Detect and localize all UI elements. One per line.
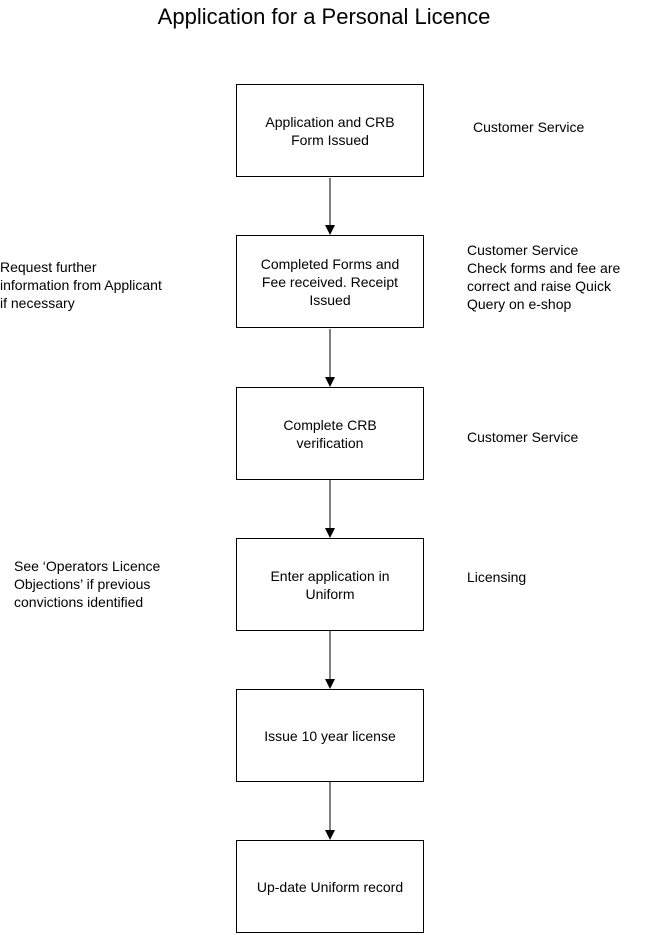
step-box-forms-received: Completed Forms and Fee received. Receip… — [236, 235, 424, 328]
diagram-title: Application for a Personal Licence — [157, 4, 491, 29]
responsible-step-3: Customer Service — [467, 429, 579, 445]
step-box-crb-verification: Complete CRB verification — [236, 387, 424, 480]
step-box-application-issued: Application and CRB Form Issued — [236, 84, 424, 177]
step-box-issue-license: Issue 10 year license — [236, 689, 424, 782]
responsible-step-2: Customer Service Check forms and fee are… — [467, 242, 621, 312]
step-box-update-record: Up-date Uniform record — [236, 840, 424, 933]
responsible-step-1: Customer Service — [473, 119, 585, 135]
step-box-enter-application: Enter application in Uniform — [236, 538, 424, 631]
responsible-step-4: Licensing — [467, 569, 527, 585]
side-note-request-info: Request further information from Applica… — [0, 259, 162, 311]
side-note-objections: See ‘Operators Licence Objections’ if pr… — [14, 558, 161, 610]
